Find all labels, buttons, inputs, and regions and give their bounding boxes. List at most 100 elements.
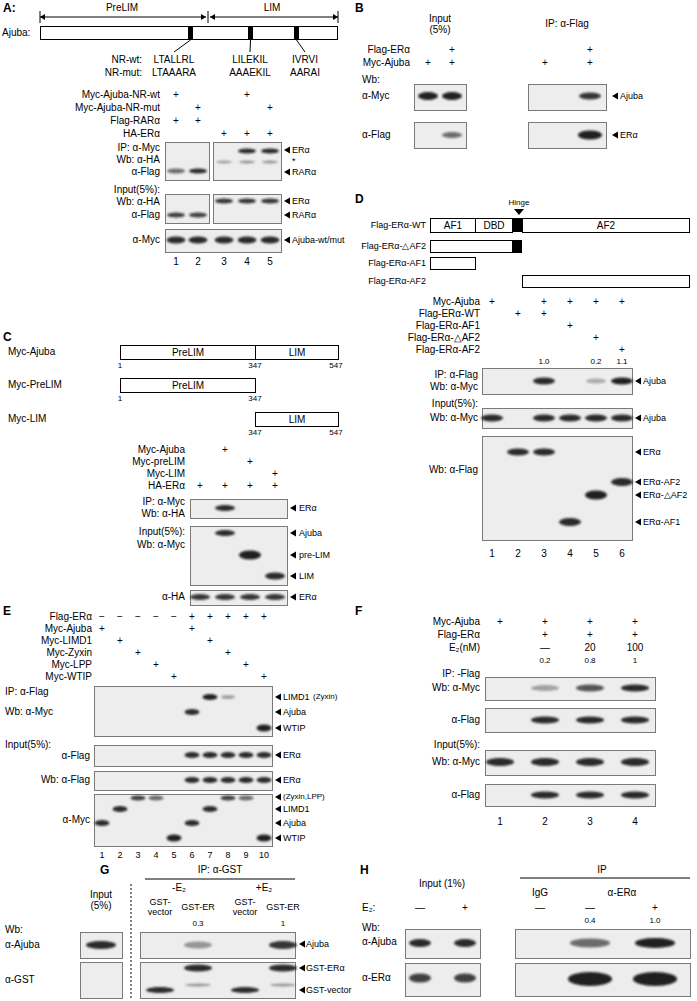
figure-label: 1 (173, 256, 179, 268)
figure-label: + (449, 44, 455, 56)
figure-label: Myc-WTIP (45, 671, 92, 683)
figure-label: AARAI (290, 67, 320, 79)
blot-band (257, 835, 272, 842)
figure-label: Input(5%): (432, 398, 478, 410)
ip-rule (145, 879, 295, 880)
blot-band (576, 792, 604, 799)
blot-band (261, 237, 280, 244)
blot-band (216, 161, 232, 164)
figure-label: 100 (627, 642, 644, 654)
panel-letter: F (355, 605, 362, 619)
figure-label: 4 (153, 850, 158, 860)
blot-band (131, 796, 146, 801)
figure-label: 10 (259, 850, 269, 860)
span-arrowhead (40, 14, 45, 20)
figure-label: 1 (281, 919, 285, 928)
figure-label: + (189, 611, 195, 623)
figure-label: 5 (171, 850, 176, 860)
span-arrowhead (201, 14, 206, 20)
figure-label: Wb: (362, 922, 380, 934)
figure-label: LILEKIL (232, 54, 268, 66)
figure-label: IP (597, 864, 606, 876)
nr-motif (188, 27, 193, 39)
blot-band (146, 987, 174, 993)
figure-label: 4 (567, 548, 573, 560)
blot-band (611, 415, 633, 422)
blot-band (531, 792, 559, 799)
span-arrowhead (333, 14, 338, 20)
figure-label: AAAEKIL (229, 67, 271, 79)
figure-label: NR-mut: (105, 67, 142, 79)
figure-label: + (541, 308, 547, 320)
nr-motif (248, 27, 253, 39)
figure-label: Myc-PreLIM (8, 379, 62, 391)
figure-label: α-ERα (362, 972, 391, 984)
figure-label: + (197, 480, 203, 492)
blot-band (269, 965, 297, 972)
band-pointer (290, 594, 296, 601)
figure-label: + (587, 44, 593, 56)
figure-label: + (195, 102, 201, 114)
figure-label: ERα (643, 447, 661, 457)
figure-label: 3 (221, 256, 227, 268)
figure-label: 347 (248, 394, 261, 403)
figure-label: Flag-ERα (368, 44, 410, 56)
figure-label: Input (5%) (81, 889, 121, 911)
divider-line (131, 884, 132, 998)
blot-band (265, 594, 285, 600)
blot-band (189, 169, 207, 174)
blot-band (221, 752, 236, 758)
blot-band (239, 551, 261, 560)
blot-band (568, 972, 612, 986)
figure-label: + (247, 480, 253, 492)
figure-label: + (652, 902, 658, 914)
figure-label: + (425, 57, 431, 69)
figure-label: α-Flag (61, 750, 90, 762)
figure-label: − (117, 611, 123, 623)
span-arrowhead (210, 14, 215, 20)
figure-label: ERα (299, 592, 317, 602)
band-pointer (299, 987, 305, 994)
domain-box: PreLIM (120, 378, 256, 393)
figure-label: 547 (329, 361, 342, 370)
figure-label: − (99, 611, 105, 623)
figure-label: + (207, 611, 213, 623)
blot-membrane (486, 678, 656, 701)
figure-label: LIMD1 (283, 804, 310, 814)
nr-motif (294, 27, 299, 39)
blot-membrane (415, 85, 467, 111)
figure-label: E₂: (362, 902, 375, 914)
figure-label: Myc-Ajuba (433, 616, 480, 628)
blot-band (262, 161, 278, 164)
band-pointer (275, 835, 281, 842)
figure-label: + (153, 659, 159, 671)
blot-band (454, 939, 476, 947)
blot-band (167, 237, 186, 244)
figure-label: Wb: α-Myc (5, 706, 53, 718)
figure-label: Input(5%): (114, 184, 160, 196)
figure-label: Myc-Ajuba (138, 444, 185, 456)
blot-band (185, 752, 200, 758)
blot-band (576, 685, 604, 692)
figure-label: — (535, 902, 545, 914)
figure-label: ERα (292, 196, 310, 206)
band-pointer (275, 752, 281, 759)
blot-band (261, 199, 279, 204)
blot-band (585, 415, 607, 422)
figure-label: HA-ERα (148, 480, 185, 492)
blot-band (611, 378, 633, 385)
figure-label: E₂(nM) (449, 642, 480, 654)
figure-label: Flag-ERα-AF1 (368, 258, 426, 268)
figure-label: + (462, 902, 468, 914)
blot-membrane (166, 143, 210, 181)
figure-label: ERα-AF1 (643, 517, 680, 527)
figure-label: Input(5%): (434, 739, 480, 751)
blot-band (203, 806, 218, 812)
blot-membrane (95, 687, 273, 737)
figure-label: Wb: α-HA (116, 154, 160, 166)
blot-band (531, 758, 559, 766)
figure-label: + (243, 611, 249, 623)
figure-label: 20 (584, 642, 595, 654)
domain-box: LIM (255, 345, 339, 360)
figure-label: α-HA (162, 591, 185, 603)
